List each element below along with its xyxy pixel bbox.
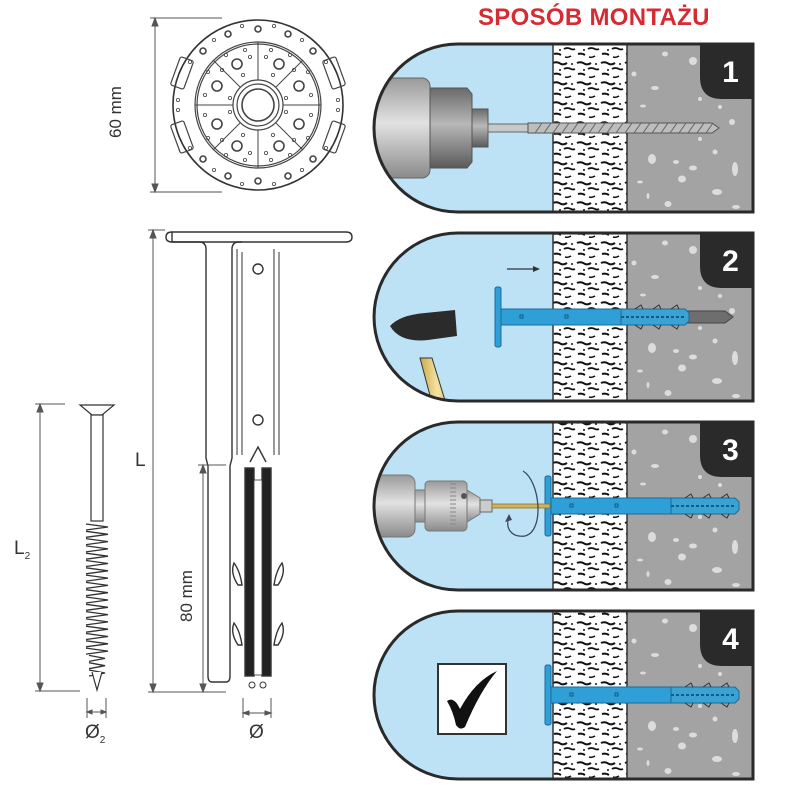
screw-thread (85, 567, 109, 575)
hammer-icon (390, 310, 457, 401)
insulation-dowel (544, 475, 740, 537)
screw-length-label: L2 (14, 538, 30, 562)
screw-thread (85, 530, 109, 538)
screw-diameter-subscript: 2 (99, 734, 106, 746)
insulation-dowel (544, 664, 740, 726)
step-panel-4: 4 (372, 609, 755, 781)
step-number: 4 (722, 623, 739, 656)
panel-border (372, 42, 755, 214)
screw-thread (85, 647, 109, 655)
screw-thread (85, 574, 109, 582)
screw-thread (88, 654, 106, 663)
screw-thread (85, 559, 109, 568)
screw-thread (85, 552, 109, 560)
screw-length-symbol: L (14, 538, 25, 559)
step-badge (700, 233, 753, 288)
panel-border (372, 609, 755, 781)
screw-thread (85, 610, 109, 619)
length-dimension (148, 228, 273, 718)
screw-dimension (35, 402, 108, 718)
screw-thread (85, 596, 109, 604)
anchor-diameter-label: Ø (249, 722, 264, 743)
screw-thread (85, 618, 109, 626)
step-badge (700, 44, 753, 99)
panel-border (372, 231, 755, 403)
screw-thread (85, 625, 109, 633)
step-number: 1 (722, 56, 739, 89)
rotation-arrow-icon (505, 470, 539, 537)
direction-arrow (507, 266, 540, 272)
washer-plate-top-view (170, 19, 346, 191)
screw-diameter-label: Ø2 (85, 722, 105, 746)
screw-thread (85, 632, 109, 641)
screw-thread (88, 662, 106, 670)
insulation-anchor-side-view (165, 231, 353, 689)
screw-thread (85, 589, 109, 597)
step-panel-1: 1 (372, 42, 755, 214)
screw-thread (85, 545, 109, 553)
step-badge (700, 611, 753, 666)
step-badge (700, 422, 753, 477)
plate-diameter-label: 60 mm (106, 86, 125, 138)
screw-diameter-symbol: Ø (85, 722, 100, 743)
step-number: 2 (722, 245, 739, 278)
insulation-dowel (494, 286, 690, 348)
panel-border (372, 420, 755, 592)
drill-chuck-icon (374, 474, 551, 538)
screw-thread (85, 537, 109, 546)
screw-thread (85, 603, 109, 611)
screw-thread (85, 581, 109, 590)
screw-thread (85, 523, 109, 531)
anchor-length-label: L (135, 450, 146, 471)
page-title: SPOSÓB MONTAŻU (478, 4, 710, 31)
screw-thread (85, 640, 109, 648)
step-panel-3: 3 (372, 420, 755, 592)
plate-diameter-dimension (150, 16, 222, 194)
step-panel-2: 2 (372, 231, 755, 403)
checkmark-icon (437, 663, 507, 735)
step-number: 3 (722, 434, 739, 467)
screw-length-subscript: 2 (24, 550, 31, 562)
screw-side-view (78, 404, 116, 693)
expansion-zone-label: 80 mm (177, 570, 196, 622)
